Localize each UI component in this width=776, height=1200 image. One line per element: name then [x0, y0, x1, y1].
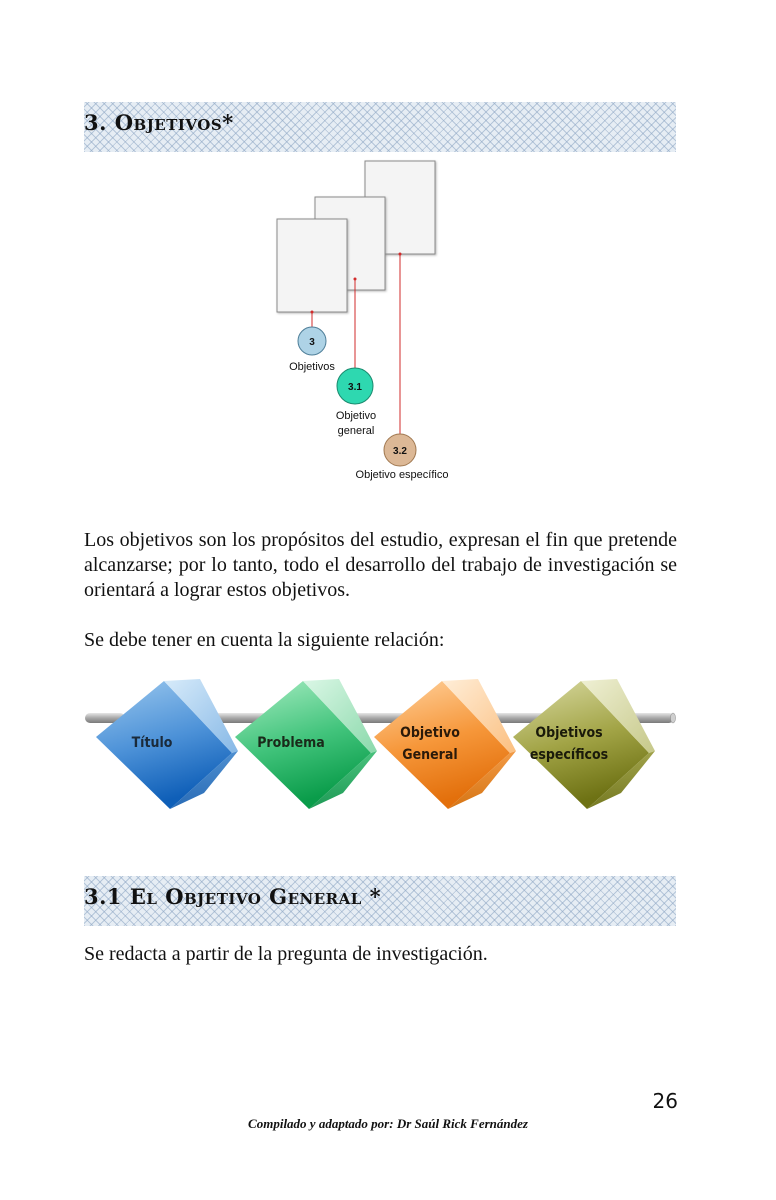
section-heading: 3. Objetivos* [84, 110, 234, 135]
process-step-label: Problema [257, 735, 325, 751]
node-objetivos-label: Objetivos [289, 361, 335, 373]
intro-paragraph: Los objetivos son los propósitos del est… [84, 529, 677, 601]
section-heading-band: 3. Objetivos* [84, 102, 676, 152]
node-objetivo-general [336, 367, 374, 405]
process-step-objetivos-especificos: Objetivos específicos [513, 679, 655, 809]
node-general-number: 3.1 [348, 382, 362, 393]
process-step-label-2: específicos [530, 747, 608, 763]
section-heading-band: 3.1 El Objetivo General * [84, 876, 676, 926]
process-step-label: Objetivos [535, 725, 602, 741]
process-diagram: Título Problema Objetivo General Objetiv… [84, 675, 679, 815]
node-objetivos-number: 3 [309, 337, 315, 348]
page-number: 26 [652, 1089, 678, 1113]
process-step-objetivo-general: Objetivo General [374, 679, 516, 809]
process-step-problema: Problema [235, 679, 377, 809]
connector-bar [85, 713, 125, 723]
node-objetivos [297, 326, 327, 356]
section-paragraph: Se redacta a partir de la pregunta de in… [84, 943, 488, 965]
node-specific-label: Objetivo específico [356, 469, 449, 481]
node-general-label-1: Objetivo [336, 410, 376, 422]
objectives-diagram: 3 Objetivos 3.1 Objetivo general 3.2 Obj… [260, 155, 480, 490]
relation-paragraph: Se debe tener en cuenta la siguiente rel… [84, 629, 445, 651]
process-step-label-2: General [402, 747, 457, 763]
page-footer: Compilado y adaptado por: Dr Saúl Rick F… [248, 1116, 528, 1131]
page-card-front [276, 218, 348, 313]
section-heading: 3.1 El Objetivo General * [84, 884, 382, 909]
process-step-label: Objetivo [400, 725, 460, 741]
node-specific-number: 3.2 [393, 446, 407, 457]
process-step-label: Título [132, 735, 173, 751]
node-general-label-2: general [338, 425, 375, 437]
node-objetivo-especifico [383, 433, 417, 467]
process-step-titulo: Título [96, 679, 238, 809]
